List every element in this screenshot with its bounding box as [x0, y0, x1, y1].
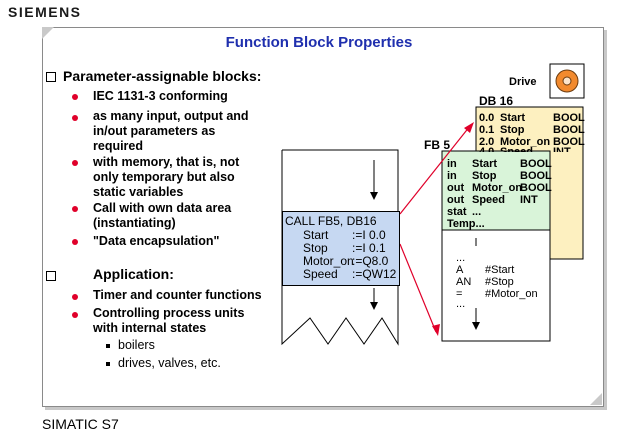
- list-item: as many input, output and: [93, 109, 249, 123]
- page-title: Function Block Properties: [225, 34, 413, 51]
- bullet-dot: [72, 115, 78, 121]
- fb-decl-kind: out: [447, 182, 465, 194]
- sub-list-item: drives, valves, etc.: [118, 356, 221, 370]
- fb-decl-kind: in: [447, 170, 457, 182]
- bullet-dot: [72, 239, 78, 245]
- call-param-name: Motor_on: [303, 254, 354, 268]
- link-arrow-fb: [399, 243, 437, 333]
- list-item-cont: with internal states: [93, 321, 207, 335]
- fb-decl-kind: stat: [447, 206, 467, 218]
- db-row-name: Start: [500, 112, 526, 124]
- bullet-dot: [72, 160, 78, 166]
- fb-decl-name: Motor_on: [472, 182, 523, 194]
- fb-code-operand: #Stop: [485, 276, 514, 288]
- section-bullet-box: [46, 72, 56, 82]
- fb-label: FB 5: [424, 138, 451, 152]
- call-param-value: :=I 0.0: [352, 228, 386, 242]
- footer-simatic: SIMATIC S7: [42, 416, 119, 432]
- db-row-type: BOOL: [553, 124, 585, 136]
- db-row-type: INT: [553, 146, 571, 152]
- call-arrow-top-head: [370, 192, 378, 200]
- list-item: "Data encapsulation": [93, 234, 220, 248]
- db-row-offset: 2.0: [479, 136, 495, 148]
- fb-decl-type: BOOL: [520, 182, 552, 194]
- fb-decl-type: BOOL: [520, 158, 552, 170]
- list-item-cont: (instantiating): [93, 216, 176, 230]
- section-heading-application: Application:: [93, 266, 174, 282]
- sub-bullet: [106, 362, 110, 366]
- fb-code-operand: #Motor_on: [485, 288, 538, 300]
- fb-code-op: A: [456, 264, 464, 276]
- fb-decl-kind: out: [447, 194, 465, 206]
- bullet-dot: [72, 94, 78, 100]
- db-row-offset: 0.0: [479, 112, 495, 124]
- section-heading-parameter: Parameter-assignable blocks:: [63, 68, 262, 84]
- call-parameter-box: [282, 211, 400, 286]
- call-arrow-bottom-head: [370, 302, 378, 310]
- frame-corner-top-left: [42, 27, 54, 39]
- fb-decl-name: Stop: [472, 170, 497, 182]
- drive-icon-center: [562, 76, 572, 86]
- call-param-name: Start: [303, 228, 329, 242]
- drive-label: Drive: [509, 76, 537, 88]
- siemens-logo: SIEMENS: [8, 4, 82, 20]
- fb-code-op: =: [456, 288, 463, 300]
- db-row-offset: 0.1: [479, 124, 495, 136]
- fb-code-op: ...: [456, 298, 466, 310]
- db-row-name: Motor_on: [500, 136, 551, 148]
- link-arrow-db-head: [464, 122, 474, 133]
- fb-decl-type: BOOL: [520, 170, 552, 182]
- fb-decl-kind: in: [447, 158, 457, 170]
- fb-decl-kind: Temp...: [447, 218, 485, 230]
- fb-arrow-bottom-head: [472, 322, 480, 330]
- bullet-dot: [72, 312, 78, 318]
- section-bullet-box: [46, 271, 56, 281]
- db-row-offset: 4.0: [479, 146, 495, 152]
- list-item-cont: in/out parameters as: [93, 124, 216, 138]
- call-param-value: :=I 0.1: [352, 241, 386, 255]
- db-row-type: BOOL: [553, 136, 585, 148]
- fb-decl-name: Speed: [472, 194, 506, 206]
- fb-code-op: ...: [456, 252, 466, 264]
- fb-decl-type: INT: [520, 194, 538, 206]
- fb-declaration-area: [441, 150, 551, 231]
- list-item: IEC 1131-3 conforming: [93, 89, 228, 103]
- link-arrow-fb-head: [432, 324, 440, 336]
- call-param-name: Stop: [303, 241, 328, 255]
- db-row-name: Speed: [500, 146, 534, 152]
- call-param-value: :=Q8.0: [352, 254, 389, 268]
- fb-code-op: AN: [456, 276, 472, 288]
- call-line: CALL FB5, DB16: [285, 214, 377, 228]
- bullet-dot: [72, 294, 78, 300]
- list-item: Controlling process units: [93, 306, 245, 320]
- list-item-cont: required: [93, 139, 144, 153]
- list-item-cont: static variables: [93, 185, 184, 199]
- db-row-type: BOOL: [553, 112, 585, 124]
- link-arrow-db: [399, 125, 471, 215]
- list-item: Timer and counter functions: [93, 288, 262, 302]
- call-param-value: :=QW12: [352, 267, 397, 281]
- bullet-dot: [72, 206, 78, 212]
- list-item: Call with own data area: [93, 201, 232, 215]
- sub-bullet: [106, 344, 110, 348]
- call-param-name: Speed: [303, 267, 338, 281]
- db-label: DB 16: [479, 94, 514, 108]
- fb-code-operand: #Start: [485, 264, 515, 276]
- fb-decl-name: Start: [472, 158, 498, 170]
- db-row-name: Stop: [500, 124, 525, 136]
- frame-corner-bottom-right: [590, 393, 602, 405]
- sub-list-item: boilers: [118, 338, 155, 352]
- list-item-cont: only temporary but also: [93, 170, 235, 184]
- fb-decl-name: ...: [472, 206, 482, 218]
- list-item: with memory, that is, not: [93, 155, 240, 169]
